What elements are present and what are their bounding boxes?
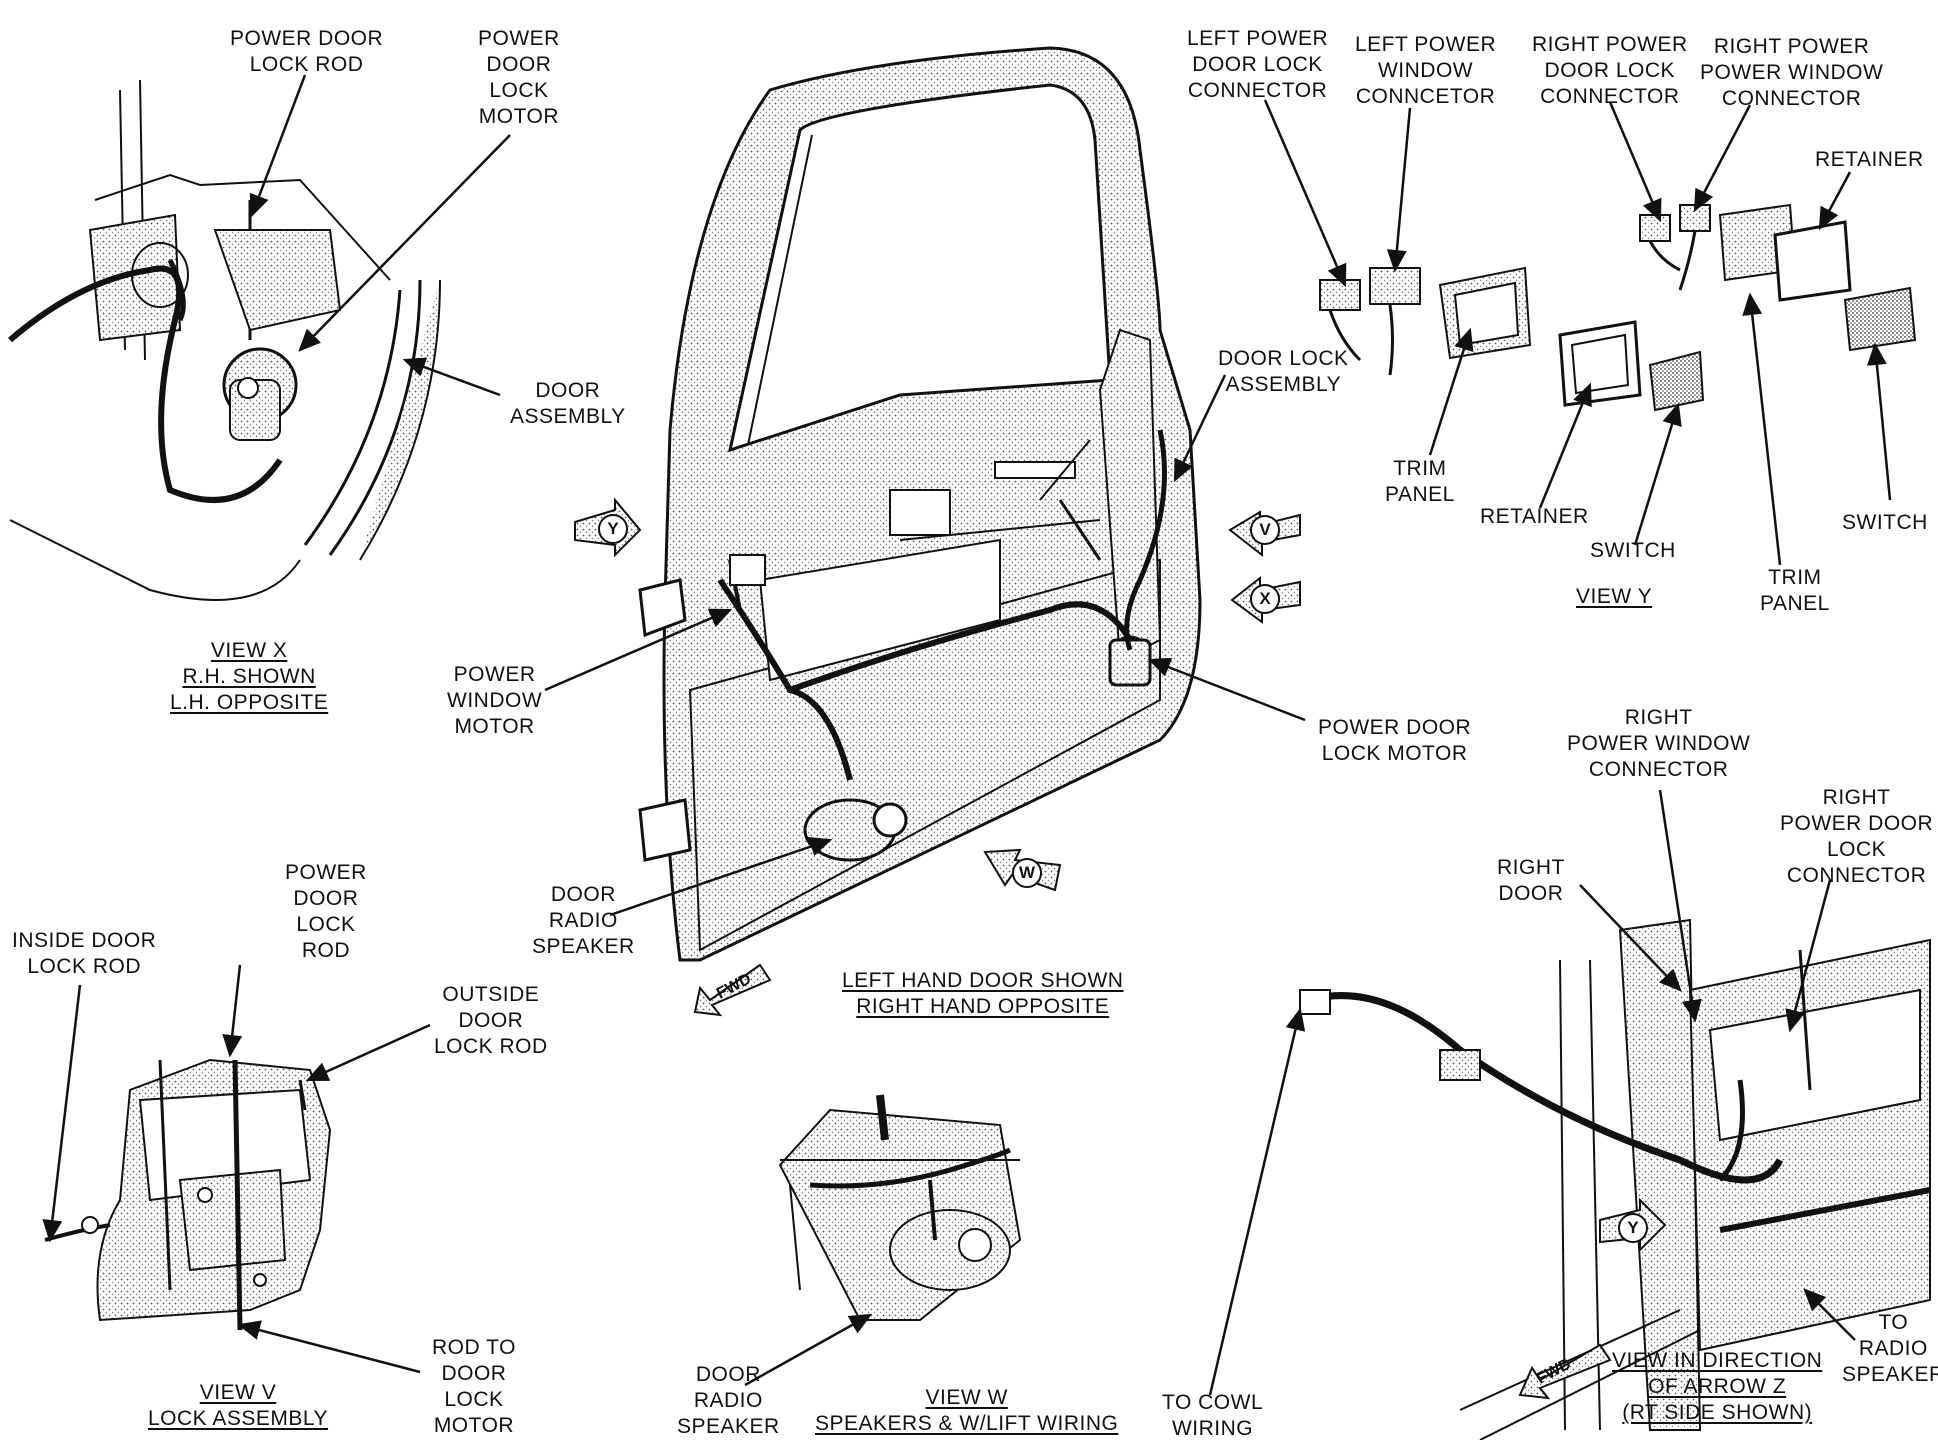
arrow-z-y-letter: Y bbox=[1618, 1213, 1648, 1243]
view-z-illustration bbox=[1299, 918, 1931, 1440]
main-door-illustration bbox=[638, 46, 1202, 962]
view-y-title: VIEW Y bbox=[1576, 585, 1653, 608]
arrow-v-letter: V bbox=[1250, 515, 1280, 545]
leader-lines bbox=[42, 74, 1892, 1396]
view-y-switch-right-label: SWITCH bbox=[1842, 511, 1928, 534]
arrow-fwd-main-shape bbox=[693, 963, 772, 1017]
view-x-illustration bbox=[8, 79, 441, 601]
view-y-retainer-left-label: RETAINER bbox=[1480, 505, 1589, 528]
view-v-illustration bbox=[44, 1058, 332, 1331]
arrow-y-letter: Y bbox=[598, 514, 628, 544]
view-w-illustration bbox=[778, 1094, 1022, 1321]
arrow-fwd-z-shape bbox=[1518, 1343, 1612, 1400]
view-y-illustration bbox=[1319, 203, 1917, 412]
arrow-x-letter: X bbox=[1250, 584, 1280, 614]
arrow-w-letter: W bbox=[1012, 858, 1042, 888]
view-y-switch-left-label: SWITCH bbox=[1590, 539, 1676, 562]
view-y-retainer-top-label: RETAINER bbox=[1815, 148, 1924, 171]
